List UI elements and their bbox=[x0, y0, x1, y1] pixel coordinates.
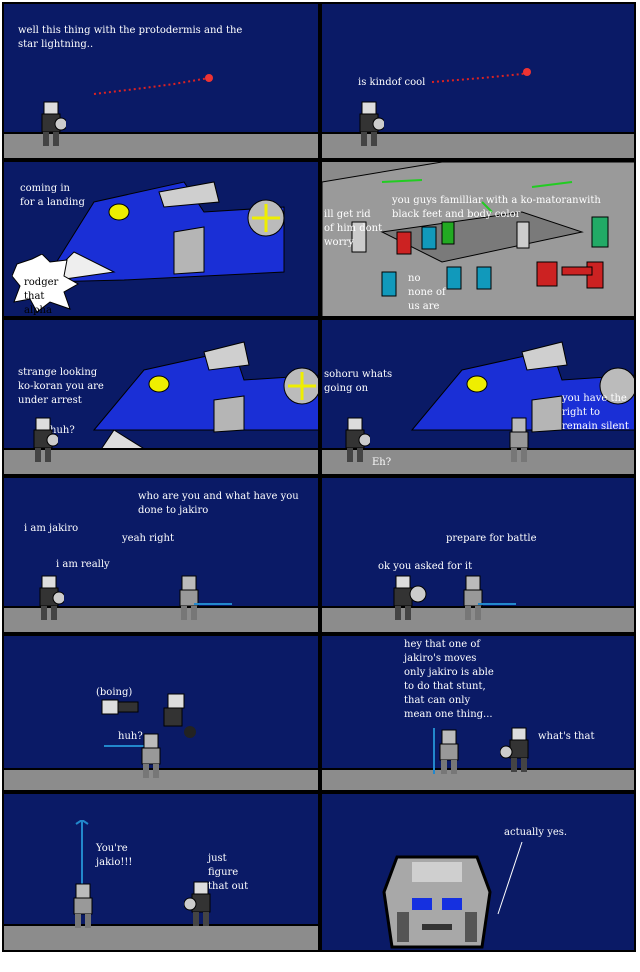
caption-kindof-cool: is kindof cool bbox=[358, 77, 426, 88]
character-ko-matoran bbox=[359, 101, 384, 146]
comic-panel-12: actually yes. bbox=[320, 792, 636, 952]
character-ko-matoran bbox=[39, 575, 64, 620]
caption-coming-in: coming in for a landing bbox=[20, 183, 85, 208]
caption-right-to-remain-silent: you have the right to remain silent bbox=[562, 393, 629, 432]
comic-panel-6: sohoru whats going on Eh? you have the r… bbox=[320, 318, 636, 476]
caption-who-are-you: who are you and what have you done to ja… bbox=[138, 491, 299, 516]
caption-actually-yes: actually yes. bbox=[504, 827, 568, 838]
star-lightning-streak bbox=[431, 68, 531, 83]
caption-protodermis: well this thing with the protodermis and… bbox=[18, 25, 243, 50]
ground bbox=[4, 924, 318, 950]
airship bbox=[42, 181, 285, 283]
star-lightning-streak bbox=[93, 74, 213, 95]
caption-just-figure: just figure that out bbox=[208, 853, 249, 892]
comic-panel-7: i am jakiro i am really yeah right who a… bbox=[2, 476, 320, 634]
character-guard-with-trident bbox=[433, 728, 459, 774]
ground bbox=[322, 448, 634, 474]
caption-whats-that: what's that bbox=[538, 731, 595, 742]
comic-panel-1: well this thing with the protodermis and… bbox=[2, 2, 320, 160]
caption-familliar: you guys familliar with a ko-matoranwith… bbox=[392, 195, 601, 220]
caption-none-of-us: no none of us are bbox=[408, 273, 446, 312]
comic-panel-11: You're jakio!!! just figure that out bbox=[2, 792, 320, 952]
caption-huh: huh? bbox=[118, 731, 143, 742]
caption-ill-get-rid: ill get rid of him dont worry bbox=[324, 209, 383, 248]
caption-sohoru: sohoru whats going on bbox=[324, 369, 393, 394]
character-guard-with-trident bbox=[104, 733, 161, 778]
character-ko-matoran bbox=[345, 417, 370, 462]
speech-pointer bbox=[497, 841, 523, 915]
caption-huh: huh? bbox=[50, 425, 75, 436]
character-ko-matoran bbox=[41, 101, 66, 146]
caption-strange-looking: strange looking ko-koran you are under a… bbox=[18, 367, 104, 406]
character-ko-matoran bbox=[393, 575, 427, 620]
room-interior bbox=[322, 162, 634, 316]
character-flipping bbox=[101, 693, 196, 738]
ground bbox=[4, 448, 318, 474]
caption-youre-jakio: You're jakio!!! bbox=[96, 843, 133, 868]
caption-i-am-really: i am really bbox=[56, 559, 110, 570]
character-guard-with-trident bbox=[179, 575, 232, 620]
caption-yeah-right: yeah right bbox=[122, 533, 174, 544]
character-guard bbox=[509, 417, 529, 462]
comic-panel-9: (boing) huh? bbox=[2, 634, 320, 792]
comic-panel-8: ok you asked for it prepare for battle bbox=[320, 476, 636, 634]
airship bbox=[410, 341, 634, 433]
comic-panel-3: coming in for a landing rodger that alph… bbox=[2, 160, 320, 318]
comic-panel-10: hey that one of jakiro's moves only jaki… bbox=[320, 634, 636, 792]
comic-panel-5: strange looking ko-koran you are under a… bbox=[2, 318, 320, 476]
comic-panel-4: ill get rid of him dont worry you guys f… bbox=[320, 160, 636, 318]
comic-panel-2: is kindof cool bbox=[320, 2, 636, 160]
caption-rodger: rodger that alpha bbox=[24, 277, 59, 316]
caption-ok-you-asked: ok you asked for it bbox=[378, 561, 473, 572]
character-ko-matoran bbox=[500, 727, 529, 772]
caption-boing: (boing) bbox=[96, 687, 133, 698]
caption-i-am-jakiro: i am jakiro bbox=[24, 523, 79, 534]
mask-closeup bbox=[382, 855, 492, 949]
character-guard-with-trident bbox=[463, 575, 516, 620]
caption-hey-that-one: hey that one of jakiro's moves only jaki… bbox=[404, 639, 494, 720]
ground bbox=[322, 768, 634, 790]
character-guard-arms-raised bbox=[73, 820, 93, 928]
ground bbox=[4, 768, 318, 790]
caption-eh: Eh? bbox=[372, 457, 392, 468]
speech-burst bbox=[12, 254, 80, 313]
caption-prepare-for-battle: prepare for battle bbox=[446, 533, 537, 544]
character-ko-matoran bbox=[184, 881, 211, 926]
character-ko-matoran bbox=[33, 417, 58, 462]
